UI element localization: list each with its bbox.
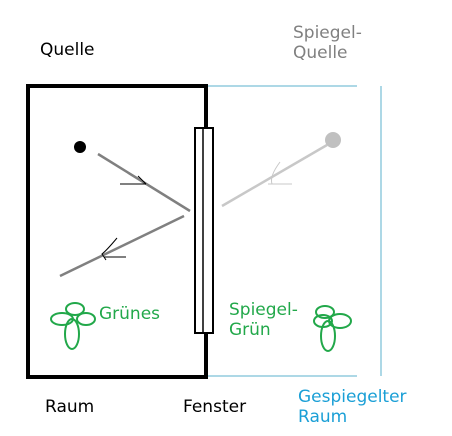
source-label: Quelle: [40, 40, 95, 60]
green-object-label: Grünes: [99, 304, 161, 324]
mirrored-room-label: Gespiegelter Raum: [298, 387, 407, 427]
mirror-source-label: Spiegel- Quelle: [293, 23, 362, 63]
room-label: Raum: [45, 397, 95, 417]
mirror-source-point: [325, 132, 341, 148]
mirrored-room-outline: [206, 85, 382, 377]
mirror-green-label: Spiegel- Grün: [229, 300, 298, 340]
mirror-ray: [221, 143, 328, 208]
source-point: [74, 141, 86, 153]
mirror-clover-icon: [313, 305, 352, 352]
window-label: Fenster: [183, 397, 247, 417]
reflected-ray: [59, 214, 185, 278]
clover-icon: [50, 302, 96, 350]
room-outline: [26, 84, 208, 379]
mirror-ray-arrow: [268, 161, 292, 185]
reflected-ray-arrow: [101, 237, 126, 261]
incoming-ray-arrow: [120, 175, 147, 185]
window: [194, 127, 214, 334]
